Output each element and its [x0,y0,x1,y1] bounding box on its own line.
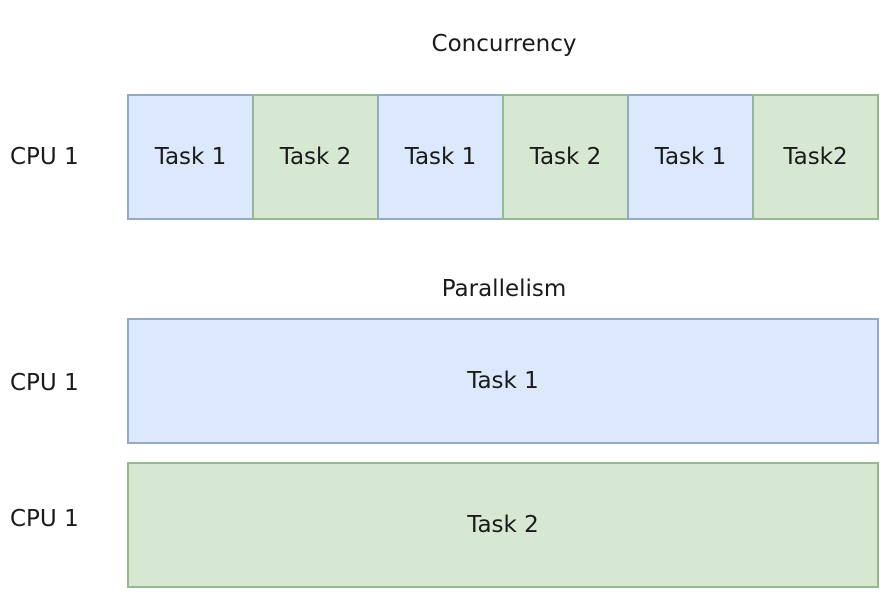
parallelism-title: Parallelism [441,276,567,302]
concurrency-slot-task2: Task 2 [252,94,379,220]
concurrency-cpu-label: CPU 1 [10,144,79,170]
concurrency-title: Concurrency [431,31,577,57]
concurrency-slot-task1: Task 1 [627,94,754,220]
parallelism-task1-bar: Task 1 [127,318,879,444]
parallelism-cpu-label-row1: CPU 1 [10,370,79,396]
parallelism-cpu-label-row2: CPU 1 [10,506,79,532]
concurrency-slot-task1: Task 1 [377,94,504,220]
concurrency-slot-task2: Task 2 [502,94,629,220]
parallelism-task2-bar: Task 2 [127,462,879,588]
concurrency-slot-task1: Task 1 [127,94,254,220]
concurrency-slot-task2: Task2 [752,94,879,220]
